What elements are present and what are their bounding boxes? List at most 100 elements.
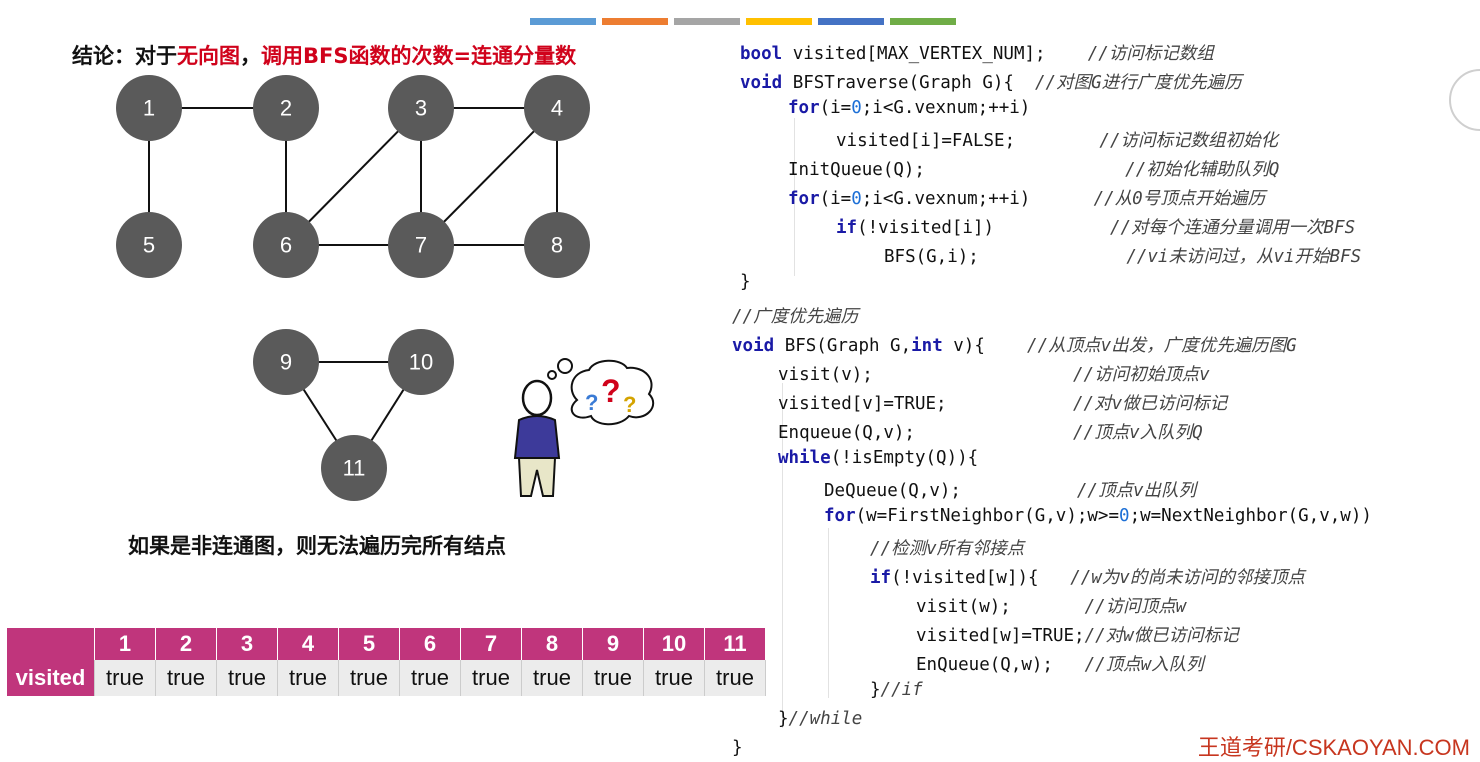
code-token: v){ xyxy=(942,336,1028,356)
code-token: void xyxy=(740,73,793,93)
confused-person-icon: ? ? ? xyxy=(513,358,655,497)
code-token: //从0号顶点开始遍历 xyxy=(1093,189,1266,209)
graph-node-2: 2 xyxy=(253,75,319,141)
code-token: bool xyxy=(740,44,793,64)
code-line: InitQueue(Q); //初始化辅助队列Q xyxy=(788,156,1279,181)
code-token: (i= xyxy=(819,98,852,118)
question-bubble-icon: ? ? ? xyxy=(547,358,655,426)
code-token: //初始化辅助队列Q xyxy=(1125,160,1280,180)
code-line: while(!isEmpty(Q)){ xyxy=(778,448,978,468)
code-line: Enqueue(Q,v); //顶点v入队列Q xyxy=(778,419,1203,444)
code-line: void BFSTraverse(Graph G){ //对图G进行广度优先遍历 xyxy=(740,69,1242,94)
node-circle xyxy=(524,212,590,278)
code-token: (!visited[i]) xyxy=(857,218,1110,238)
node-label: 9 xyxy=(280,350,292,375)
indent-guide xyxy=(794,118,795,276)
indent-guide xyxy=(828,528,829,698)
visited-value-9: true xyxy=(582,660,644,696)
node-label: 8 xyxy=(551,233,563,258)
node-circle xyxy=(388,75,454,141)
code-line: for(i=0;i<G.vexnum;++i) xyxy=(788,98,1030,118)
code-token: BFS(Graph G, xyxy=(784,336,912,356)
code-token: BFS(G,i); xyxy=(884,247,1127,267)
visited-value-2: true xyxy=(155,660,217,696)
code-token: DeQueue(Q,v); xyxy=(824,481,1077,501)
code-line: visited[i]=FALSE; //访问标记数组初始化 xyxy=(836,127,1278,152)
code-token: (i= xyxy=(819,189,852,209)
indent-guide xyxy=(782,383,783,728)
node-circle xyxy=(116,212,182,278)
header-corner xyxy=(7,628,95,660)
graph-node-7: 7 xyxy=(388,212,454,278)
code-line: if(!visited[i]) //对每个连通分量调用一次BFS xyxy=(836,214,1355,239)
code-token: } xyxy=(778,709,789,729)
code-line: } xyxy=(740,272,751,292)
node-circle xyxy=(116,75,182,141)
code-line: visit(w); //访问顶点w xyxy=(916,593,1186,618)
svg-text:?: ? xyxy=(623,392,636,417)
code-token: int xyxy=(911,336,943,356)
code-line: //检测v所有邻接点 xyxy=(870,535,1024,560)
code-token: ;w=NextNeighbor(G,v,w)) xyxy=(1129,506,1372,526)
code-token: EnQueue(Q,w); xyxy=(916,655,1085,675)
visited-header-7: 7 xyxy=(460,628,522,660)
code-line: EnQueue(Q,w); //顶点w入队列 xyxy=(916,651,1204,676)
code-token: 0 xyxy=(851,98,862,118)
graph-node-3: 3 xyxy=(388,75,454,141)
code-token: } xyxy=(740,272,751,292)
visited-header-5: 5 xyxy=(338,628,400,660)
node-label: 10 xyxy=(409,350,433,375)
code-token: //访问标记数组初始化 xyxy=(1099,131,1278,151)
code-line: }//while xyxy=(778,709,862,729)
color-bar-segment xyxy=(890,18,956,25)
code-token: visited[MAX_VERTEX_NUM]; xyxy=(792,44,1088,64)
code-token: Enqueue(Q,v); xyxy=(778,423,1074,443)
node-label: 2 xyxy=(280,96,292,121)
code-token: visit(w); xyxy=(916,597,1085,617)
code-token: for xyxy=(788,189,820,209)
code-token: } xyxy=(870,680,881,700)
code-line: if(!visited[w]){ //w为v的尚未访问的邻接顶点 xyxy=(870,564,1305,589)
code-token: //if xyxy=(880,680,923,700)
code-token: //广度优先遍历 xyxy=(732,307,859,327)
code-line: visit(v); //访问初始顶点v xyxy=(778,361,1210,386)
code-token: //顶点v出队列 xyxy=(1076,481,1196,501)
node-circle xyxy=(524,75,590,141)
color-bar-segment xyxy=(818,18,884,25)
visited-value-5: true xyxy=(338,660,400,696)
code-token: visited[w]=TRUE; xyxy=(916,626,1085,646)
code-token: void xyxy=(732,336,785,356)
node-label: 7 xyxy=(415,233,427,258)
code-token: (!visited[w]){ xyxy=(891,568,1071,588)
code-token: //检测v所有邻接点 xyxy=(870,539,1025,559)
node-circle xyxy=(388,212,454,278)
code-token: //w为v的尚未访问的邻接顶点 xyxy=(1070,568,1305,588)
code-token: ;i<G.vexnum;++i) xyxy=(861,98,1031,118)
graph-node-1: 1 xyxy=(116,75,182,141)
code-token: BFSTraverse(Graph G){ xyxy=(792,73,1036,93)
code-token: //对图G进行广度优先遍历 xyxy=(1035,73,1242,93)
color-bar xyxy=(530,18,956,25)
code-token: //vi未访问过，从vi开始BFS xyxy=(1126,247,1362,267)
code-token: //对v做已访问标记 xyxy=(1073,394,1228,414)
conclusion-prefix: 结论：对于 xyxy=(72,44,177,68)
code-token: } xyxy=(732,738,743,758)
color-bar-segment xyxy=(674,18,740,25)
color-bar-segment xyxy=(530,18,596,25)
code-token: ;i<G.vexnum;++i) xyxy=(861,189,1094,209)
disconnected-note: 如果是非连通图，则无法遍历完所有结点 xyxy=(128,534,506,558)
graph-node-9: 9 xyxy=(253,329,319,395)
code-token: visited[v]=TRUE; xyxy=(778,394,1074,414)
node-label: 11 xyxy=(343,456,366,481)
visited-value-4: true xyxy=(277,660,339,696)
code-token: (!isEmpty(Q)){ xyxy=(830,448,979,468)
code-line: //广度优先遍历 xyxy=(732,303,858,328)
code-token: visited[i]=FALSE; xyxy=(836,131,1100,151)
conclusion-rule: 调用BFS函数的次数=连通分量数 xyxy=(261,44,577,68)
code-token: for xyxy=(788,98,820,118)
visited-header-10: 10 xyxy=(643,628,705,660)
code-token: 0 xyxy=(1119,506,1130,526)
person-icon xyxy=(513,379,561,497)
